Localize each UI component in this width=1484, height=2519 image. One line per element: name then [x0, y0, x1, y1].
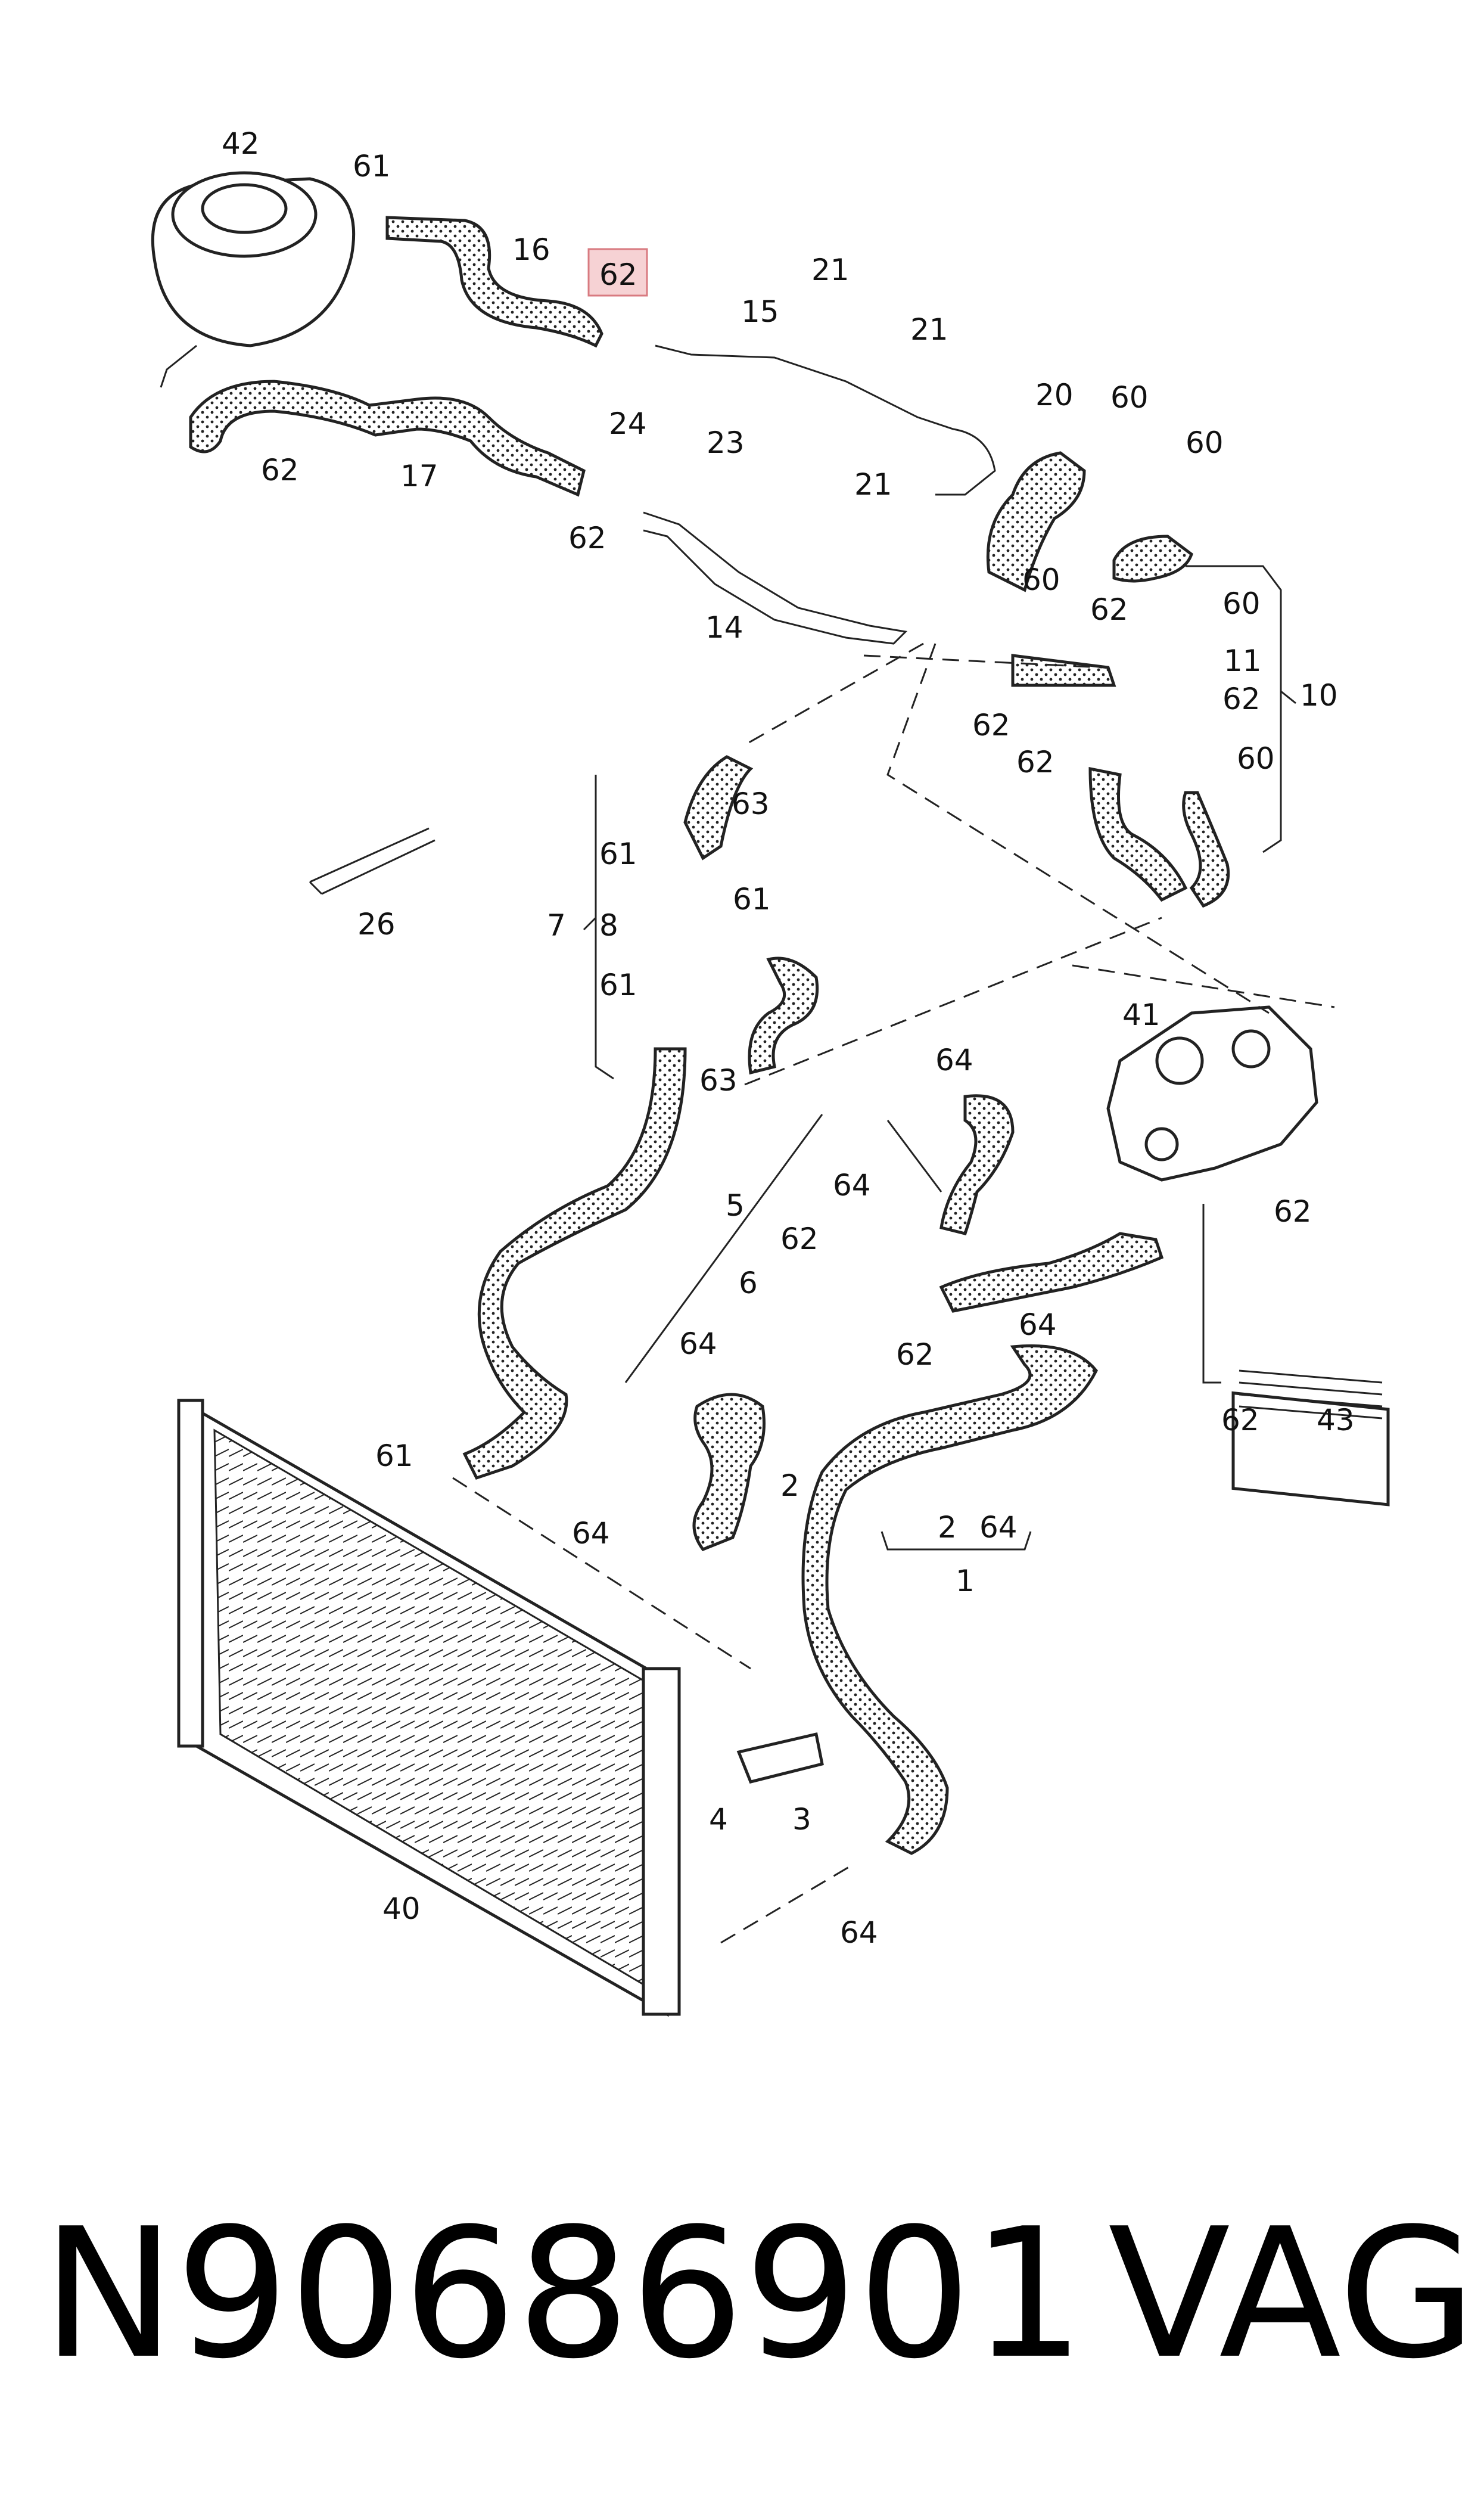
- callout-7: 7: [547, 908, 566, 943]
- oil-cooler: [1231, 1369, 1390, 1507]
- callout-60: 60: [1222, 586, 1261, 621]
- callout-21: 21: [854, 467, 892, 502]
- callout-8: 8: [599, 908, 618, 943]
- hose-10-upper: [1112, 535, 1193, 583]
- callout-1: 1: [956, 1564, 975, 1598]
- callout-61: 61: [353, 149, 391, 184]
- cable-tie-26: [309, 827, 435, 895]
- part-number: N90686901: [42, 2190, 1085, 2398]
- hose-20: [986, 451, 1086, 592]
- callout-17: 17: [400, 459, 438, 493]
- callout-60: 60: [1237, 741, 1275, 776]
- thermostat-housing: [1106, 1005, 1318, 1182]
- callout-62: 62: [261, 453, 299, 487]
- callout-62: 62: [896, 1337, 934, 1372]
- hose-5-long: [939, 1232, 1164, 1313]
- callout-62: 62: [1274, 1194, 1312, 1229]
- expansion-tank: [151, 171, 356, 388]
- callout-60: 60: [1110, 380, 1149, 415]
- callout-63: 63: [732, 787, 770, 821]
- hose-10-lower-right: [1182, 791, 1230, 908]
- callout-3: 3: [792, 1802, 811, 1837]
- callout-2: 2: [780, 1468, 799, 1503]
- callout-61: 61: [599, 837, 637, 871]
- callout-21: 21: [811, 253, 850, 287]
- callout-40: 40: [382, 1891, 421, 1926]
- callout-62-highlighted: 62: [599, 257, 637, 292]
- callout-20: 20: [1035, 378, 1074, 412]
- callout-2: 2: [938, 1510, 957, 1545]
- hose-11-branch: [1011, 654, 1116, 687]
- callout-23: 23: [707, 425, 745, 460]
- hose-16: [385, 216, 603, 348]
- callout-6: 6: [739, 1266, 758, 1300]
- hose-7-long: [462, 1047, 687, 1480]
- callout-60: 60: [1022, 563, 1060, 597]
- hose-5-lower: [692, 1393, 766, 1552]
- callout-15: 15: [741, 294, 779, 329]
- callout-64: 64: [935, 1043, 973, 1077]
- callout-26: 26: [357, 907, 396, 942]
- pipe-15: [655, 344, 996, 496]
- radiator: [177, 1399, 681, 2017]
- callout-63: 63: [699, 1063, 738, 1098]
- highlight-box: [587, 248, 648, 297]
- callout-16: 16: [512, 232, 550, 267]
- callout-62: 62: [1221, 1403, 1259, 1437]
- callout-62: 62: [1090, 592, 1128, 627]
- callout-42: 42: [222, 126, 260, 161]
- callout-11: 11: [1224, 644, 1262, 678]
- callout-5: 5: [726, 1188, 745, 1223]
- callout-24: 24: [609, 406, 647, 441]
- callout-43: 43: [1317, 1403, 1355, 1437]
- callout-64: 64: [840, 1915, 878, 1950]
- hose-5-upper: [939, 1094, 1015, 1235]
- callout-62: 62: [972, 708, 1010, 743]
- callout-61: 61: [599, 968, 637, 1002]
- callout-64: 64: [572, 1516, 610, 1551]
- brand-name: VAG: [1108, 2190, 1477, 2398]
- callout-labels: 42 61 16 62 21 15 21 20 60 60 24 62 17 2…: [222, 126, 1355, 1950]
- callout-62: 62: [1222, 682, 1261, 716]
- callout-62: 62: [1016, 745, 1054, 779]
- bracket-3: [736, 1732, 824, 1784]
- callout-10: 10: [1300, 678, 1338, 713]
- callout-64: 64: [679, 1327, 717, 1361]
- callout-61: 61: [375, 1439, 413, 1473]
- callout-61: 61: [733, 882, 771, 917]
- callout-64: 64: [833, 1168, 871, 1203]
- pipe-14: [643, 511, 908, 645]
- callout-14: 14: [705, 610, 743, 645]
- callout-62: 62: [780, 1222, 819, 1256]
- hose-7-branch: [748, 956, 819, 1075]
- hose-17: [189, 380, 586, 497]
- hose-7-upper: [683, 755, 754, 861]
- callout-62: 62: [568, 521, 606, 555]
- callout-64: 64: [1019, 1307, 1057, 1342]
- callout-4: 4: [709, 1802, 728, 1837]
- hose-10-lower-left: [1088, 766, 1188, 902]
- callout-21: 21: [910, 312, 948, 347]
- callout-41: 41: [1122, 998, 1161, 1032]
- callout-64: 64: [979, 1510, 1018, 1545]
- coolant-system-diagram: 42 61 16 62 21 15 21 20 60 60 24 62 17 2…: [151, 126, 1390, 2017]
- hose-2: [801, 1344, 1098, 1855]
- callout-60: 60: [1186, 425, 1224, 460]
